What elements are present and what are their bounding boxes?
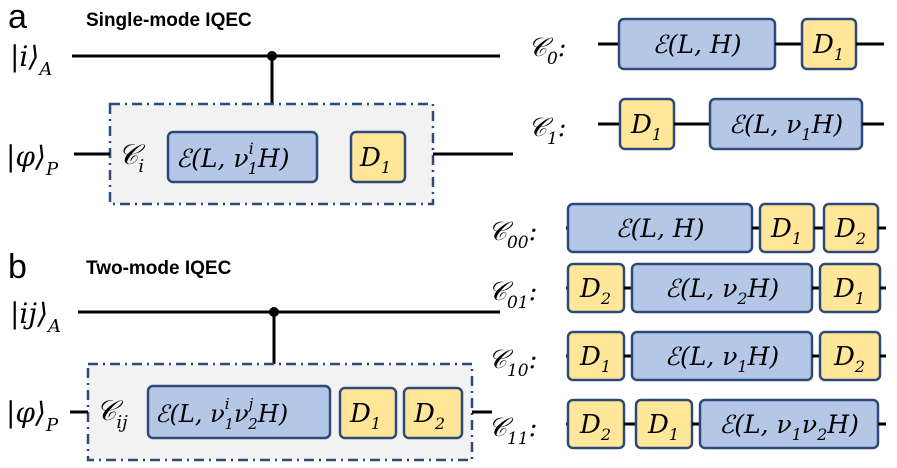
channel-gate-text: ℰ(L, ν2H) [665, 274, 779, 308]
panel-b-letter: b [8, 248, 27, 286]
channel-gate-text: ℰ(L, ν1H) [729, 110, 843, 144]
correction-gate-text: D1 [647, 410, 679, 444]
circuit-label: 𝒞10: [488, 345, 537, 381]
correction-gate-text: D1 [579, 342, 611, 376]
correction-gate-text: D2 [833, 342, 865, 376]
circuit-label: 𝒞00: [488, 217, 537, 253]
channel-gate-text: ℰ(L, ν1H) [665, 342, 779, 376]
panel-b-ancilla-label: |ij⟩A [10, 297, 61, 337]
panel-b-title: Two-mode IQEC [86, 258, 232, 279]
circuit-label: 𝒞1: [528, 113, 567, 149]
circuit-row: 𝒞11: D2 D1 ℰ(L, ν1ν2H) [488, 398, 886, 450]
correction-gate-text: D1 [630, 110, 662, 144]
svg-text:|φ⟩P: |φ⟩P [6, 396, 59, 436]
panel-b-probe-label: |φ⟩P [6, 396, 59, 436]
panel-b-d1-text: D1 [349, 399, 381, 433]
circuit-row: 𝒞1: D1 ℰ(L, ν1H) [528, 97, 884, 151]
correction-gate-text: D1 [770, 214, 802, 248]
channel-gate-text: ℰ(L, H) [616, 214, 705, 243]
svg-text:|φ⟩P: |φ⟩P [6, 140, 59, 180]
panel-b-channel-box [146, 384, 332, 440]
correction-gate-text: D2 [579, 274, 611, 308]
correction-gate-text: D2 [834, 214, 866, 248]
circuit-label: 𝒞01: [488, 277, 537, 313]
panel-b-d1-box [338, 386, 398, 440]
panel-a-d1-text: D1 [359, 143, 391, 177]
panel-a-ancilla-label: |i⟩A [10, 40, 52, 80]
circuit-row: 𝒞01: D2 ℰ(L, ν2H) D1 [488, 262, 886, 314]
panel-a-channel-box [166, 130, 319, 184]
correction-gate-text: D2 [579, 410, 611, 444]
panel-a-probe-label: |φ⟩P [6, 140, 59, 180]
svg-text:|ij⟩A: |ij⟩A [10, 297, 61, 337]
panel-a-d1-box [349, 130, 407, 184]
panel-b-d2-box [402, 386, 464, 440]
circuit-label: 𝒞0: [528, 33, 567, 69]
correction-gate-text: D1 [833, 274, 865, 308]
circuit-row: 𝒞10: D1 ℰ(L, ν1H) D2 [488, 330, 886, 382]
panel-b-d2-text: D2 [413, 399, 445, 433]
correction-gate-text: D1 [812, 30, 844, 64]
panel-a-letter: a [8, 0, 27, 36]
circuit-row: 𝒞0: ℰ(L, H) D1 [528, 17, 884, 71]
circuit-row: 𝒞00: ℰ(L, H) D1 D2 [488, 202, 886, 254]
circuit-label: 𝒞11: [488, 413, 537, 449]
channel-gate-text: ℰ(L, H) [653, 30, 742, 59]
svg-text:|i⟩A: |i⟩A [10, 40, 52, 80]
channel-gate-text: ℰ(L, ν1ν2H) [719, 410, 859, 444]
panel-a-title: Single-mode IQEC [86, 10, 252, 31]
